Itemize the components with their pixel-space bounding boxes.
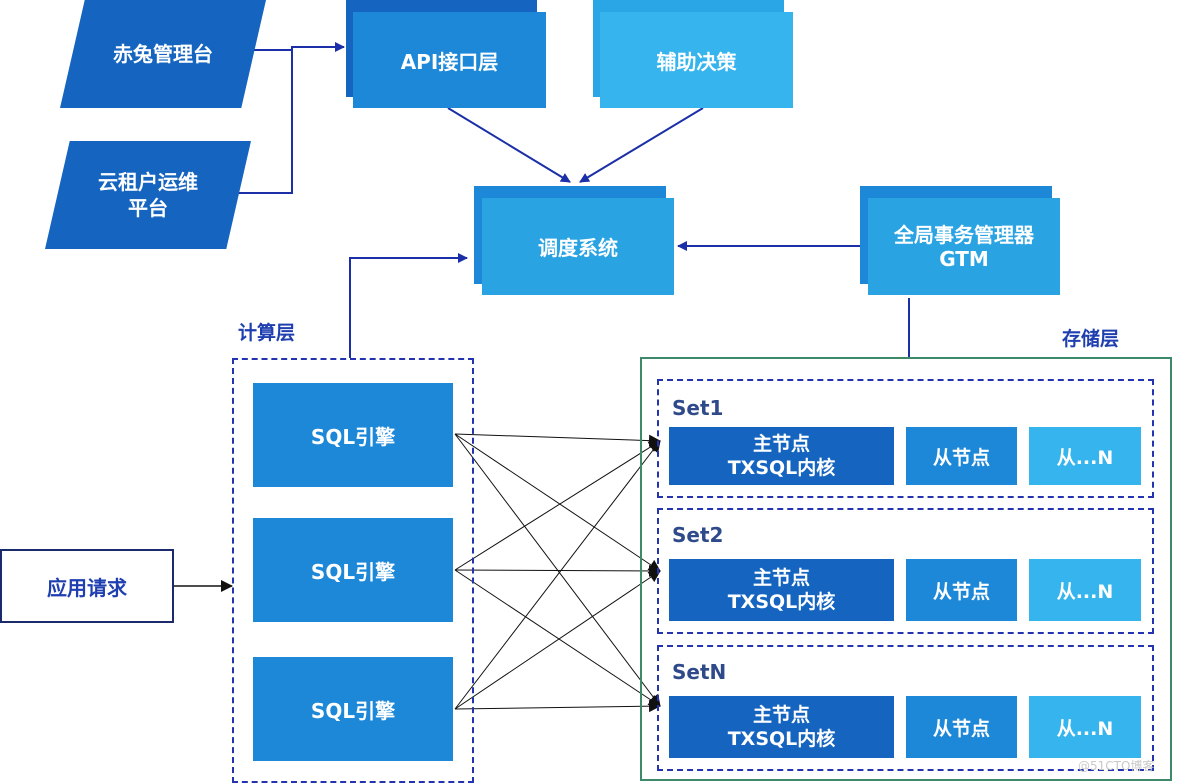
storage-layer-container [640, 357, 1172, 781]
set-n-container [657, 645, 1154, 771]
connector-cloudops-to-api [230, 42, 345, 194]
sql-engine-3[interactable]: SQL引擎 [253, 657, 453, 761]
set-1-replica-label: 从节点 [932, 446, 990, 469]
set-2-replica-node[interactable]: 从节点 [906, 559, 1017, 621]
connector-engine-3-to-set-3 [454, 700, 661, 713]
scheduler-label: 调度系统 [538, 236, 618, 260]
set-2-primary-node[interactable]: 主节点 TXSQL内核 [669, 559, 894, 621]
assist-decision-box[interactable]: 辅助决策 [600, 12, 793, 108]
app-request-label: 应用请求 [47, 575, 127, 600]
scheduler-box[interactable]: 调度系统 [482, 198, 674, 295]
connector-engine-2-to-set-1 [454, 440, 661, 571]
sql-engine-1-label: SQL引擎 [310, 424, 396, 449]
watermark: @51CTO博客 [1078, 759, 1155, 773]
set-2-name: Set2 [672, 523, 724, 547]
sql-engine-3-label: SQL引擎 [310, 698, 396, 723]
sql-engine-2-label: SQL引擎 [310, 559, 396, 584]
set-2-primary-label: 主节点 [752, 567, 810, 589]
set-2-primary-kernel: TXSQL内核 [727, 591, 836, 613]
connector-engine-2-to-set-3 [454, 569, 661, 707]
sql-engine-1[interactable]: SQL引擎 [253, 383, 453, 487]
set-2-replica-n-label: 从...N [1056, 580, 1114, 603]
connector-engine-3-to-set-2 [454, 570, 661, 710]
connector-engine-2-to-set-2 [454, 564, 661, 577]
set-1-container [657, 379, 1154, 498]
set-1-name: Set1 [672, 396, 724, 420]
api-layer-box[interactable]: API接口层 [353, 12, 546, 108]
cloud-ops-platform-box[interactable]: 云租户运维 平台 [45, 141, 251, 249]
cloud-ops-label-line2: 平台 [128, 196, 168, 220]
set-n-primary-kernel: TXSQL内核 [727, 728, 836, 750]
set-n-primary-node[interactable]: 主节点 TXSQL内核 [669, 696, 894, 758]
set-1-replica-node[interactable]: 从节点 [906, 427, 1017, 485]
chitu-console-box[interactable]: 赤兔管理台 [60, 0, 266, 108]
connector-engine-1-to-set-2 [454, 433, 661, 572]
set-2-container [657, 508, 1154, 634]
set-1-primary-label: 主节点 [752, 433, 810, 455]
compute-layer-container [232, 358, 474, 783]
set-2-replica-n-node[interactable]: 从...N [1029, 559, 1141, 621]
set-1-primary-kernel: TXSQL内核 [727, 457, 836, 479]
set-1-replica-n-label: 从...N [1056, 446, 1114, 469]
set-n-replica-n-label: 从...N [1056, 717, 1114, 740]
set-n-name: SetN [672, 660, 727, 684]
chitu-console-label: 赤兔管理台 [113, 42, 213, 66]
set-n-primary-label: 主节点 [752, 704, 810, 726]
set-1-primary-node[interactable]: 主节点 TXSQL内核 [669, 427, 894, 485]
storage-layer-label: 存储层 [1062, 328, 1120, 350]
connector-decision-to-scheduler [579, 107, 704, 183]
cloud-ops-label-line1: 云租户运维 [98, 170, 198, 194]
app-request-box[interactable]: 应用请求 [0, 549, 174, 623]
connector-engine-1-to-set-1 [454, 433, 661, 447]
set-1-replica-n-node[interactable]: 从...N [1029, 427, 1141, 485]
gtm-label-line1: 全局事务管理器 [894, 222, 1034, 247]
connector-engine-3-to-set-1 [454, 440, 661, 710]
set-n-replica-node[interactable]: 从节点 [906, 696, 1017, 758]
connector-compute-to-scheduler [349, 253, 468, 358]
gtm-box[interactable]: 全局事务管理器 GTM [868, 198, 1060, 295]
set-2-replica-label: 从节点 [932, 580, 990, 603]
set-n-replica-n-node[interactable]: 从...N [1029, 696, 1141, 758]
assist-decision-label: 辅助决策 [656, 49, 737, 74]
set-n-replica-label: 从节点 [932, 717, 990, 740]
gtm-label-line2: GTM [939, 246, 989, 271]
compute-layer-label: 计算层 [238, 322, 296, 344]
engine-set-mesh [454, 433, 661, 713]
api-layer-label: API接口层 [400, 49, 499, 74]
sql-engine-2[interactable]: SQL引擎 [253, 518, 453, 622]
connector-api-to-scheduler [447, 107, 571, 183]
